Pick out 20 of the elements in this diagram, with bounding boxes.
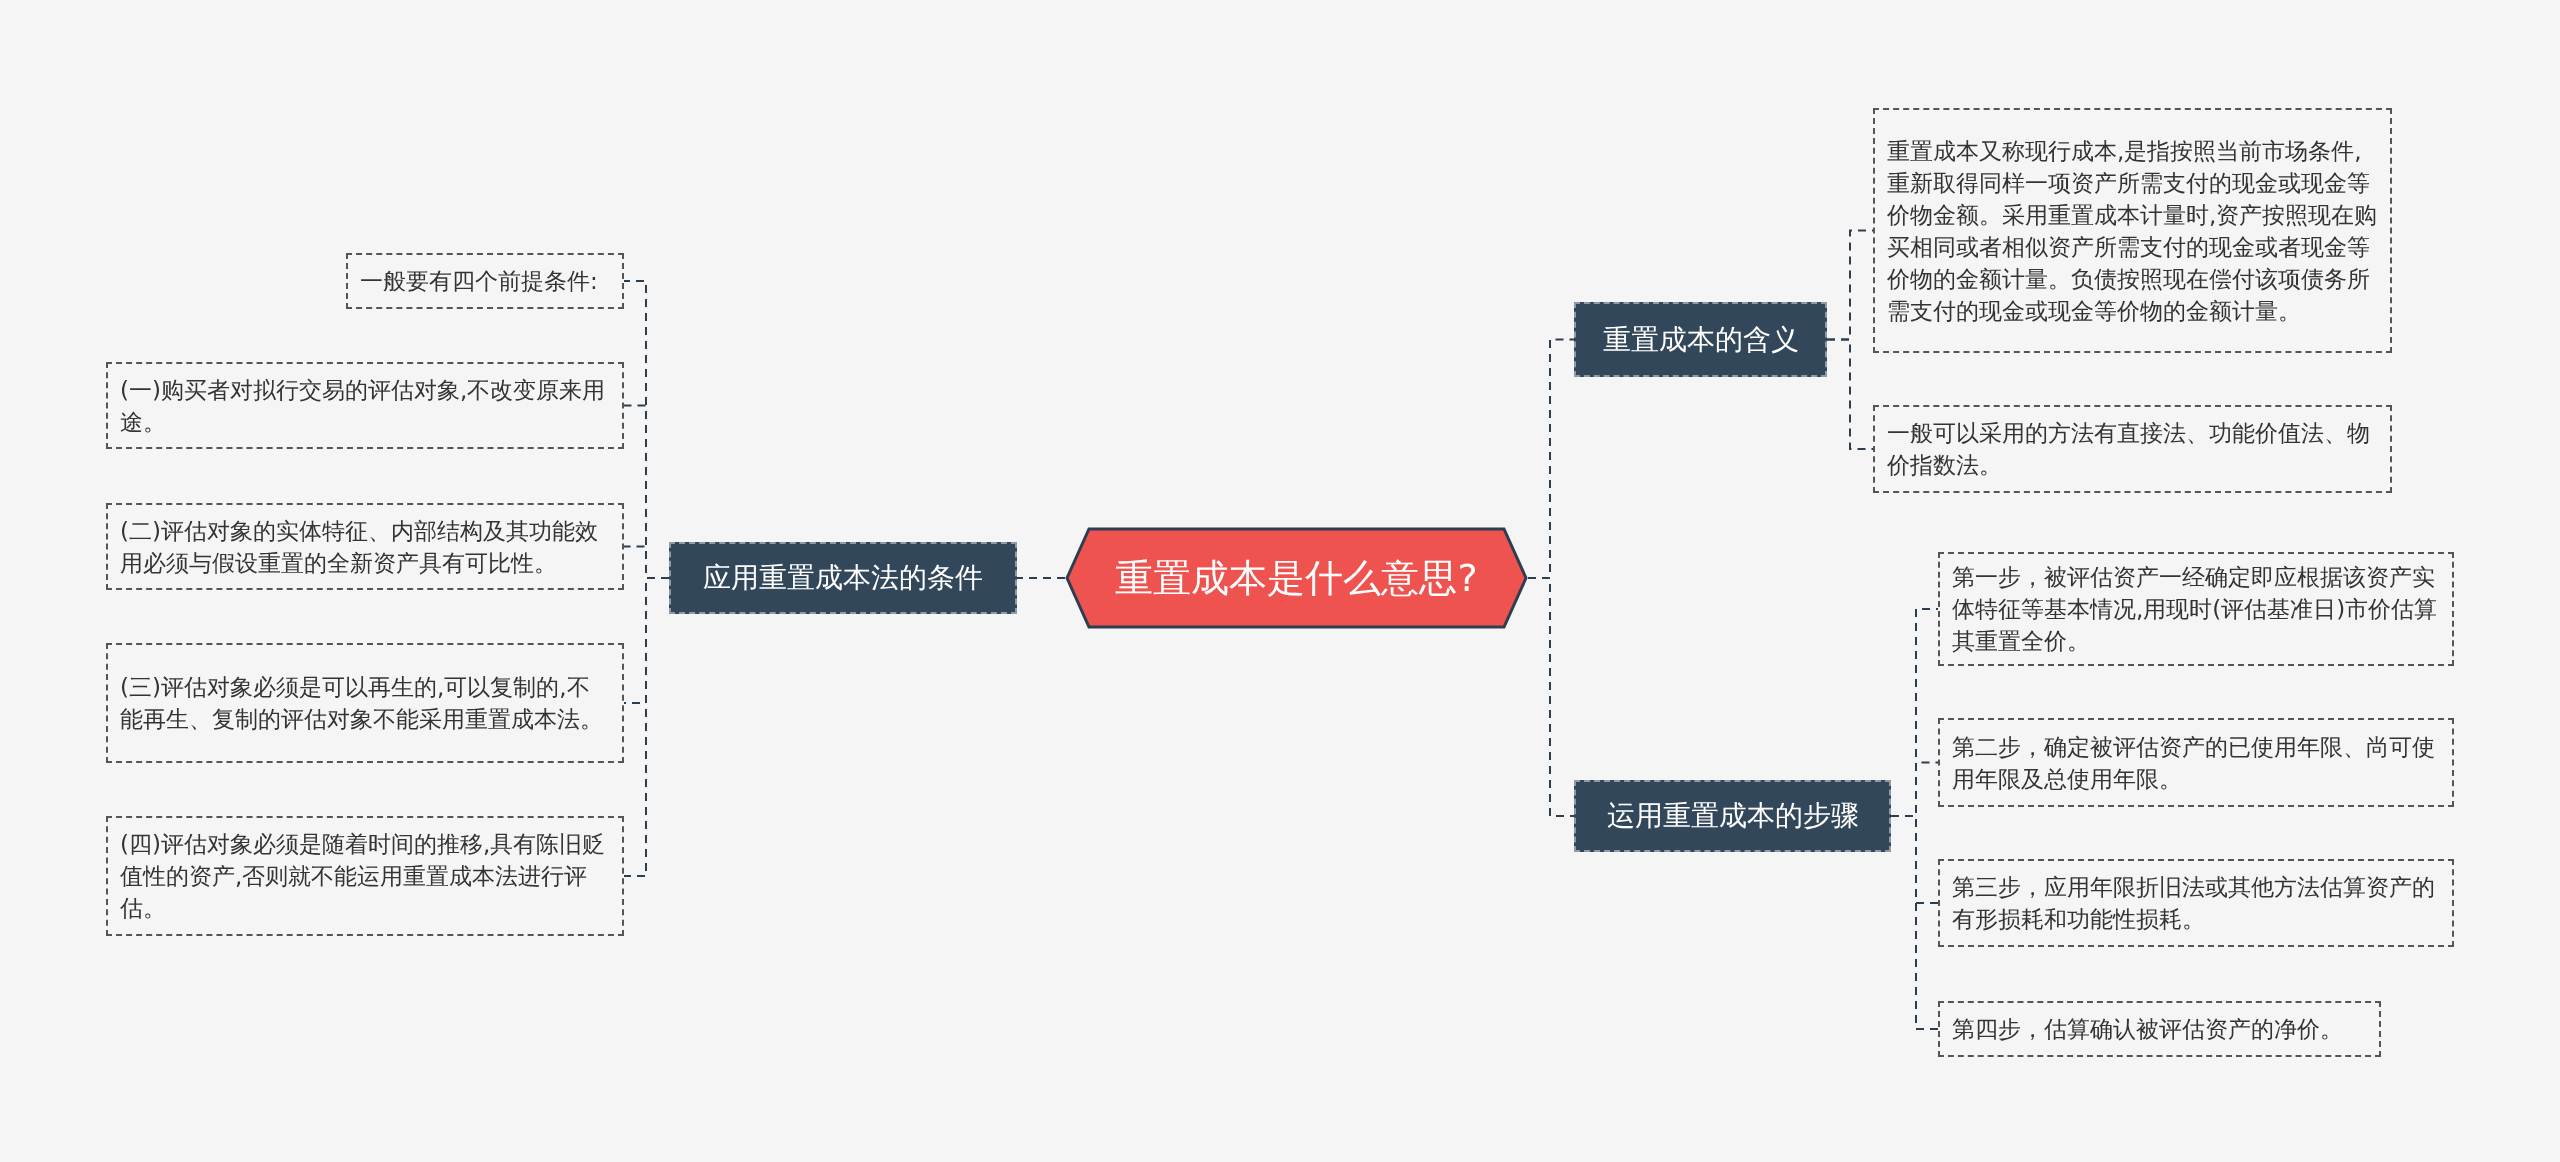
note-box: (四)评估对象必须是随着时间的推移,具有陈旧贬值性的资产,否则就不能运用重置成本法进行评估。: [106, 816, 624, 936]
connector-line: [1826, 338, 1874, 450]
connector-line: [623, 577, 670, 877]
connector-line: [1890, 815, 1939, 1030]
branch-topic: 应用重置成本法的条件: [669, 542, 1017, 614]
branch-topic: 重置成本的含义: [1574, 302, 1827, 377]
branch-topic: 运用重置成本的步骤: [1574, 780, 1891, 852]
central-topic: 重置成本是什么意思?: [1065, 527, 1528, 629]
note-box: 第四步，估算确认被评估资产的净价。: [1938, 1001, 2381, 1057]
connector-line: [1527, 577, 1575, 817]
note-box: 第三步，应用年限折旧法或其他方法估算资产的有形损耗和功能性损耗。: [1938, 859, 2454, 947]
note-box: 第二步，确定被评估资产的已使用年限、尚可使用年限及总使用年限。: [1938, 718, 2454, 807]
note-box: (三)评估对象必须是可以再生的,可以复制的,不能再生、复制的评估对象不能采用重置成本法。: [106, 643, 624, 763]
note-box: 重置成本又称现行成本,是指按照当前市场条件,重新取得同样一项资产所需支付的现金或现金等价物金额。采用重置成本计量时,资产按照现在购买相同或者相似资产所需支付的现金或者现金等价物的金额计量。负债按照现在偿付该项债务所需支付的现金或现金等价物的金额计量。: [1873, 108, 2392, 353]
note-box: 一般要有四个前提条件:: [346, 253, 624, 309]
note-box: (一)购买者对拟行交易的评估对象,不改变原来用途。: [106, 362, 624, 449]
connector-line: [1016, 577, 1066, 579]
note-box: (二)评估对象的实体特征、内部结构及其功能效用必须与假设重置的全新资产具有可比性。: [106, 503, 624, 590]
note-box: 一般可以采用的方法有直接法、功能价值法、物价指数法。: [1873, 405, 2392, 493]
note-box: 第一步，被评估资产一经确定即应根据该资产实体特征等基本情况,用现时(评估基准日)市价估算其重置全价。: [1938, 552, 2454, 666]
